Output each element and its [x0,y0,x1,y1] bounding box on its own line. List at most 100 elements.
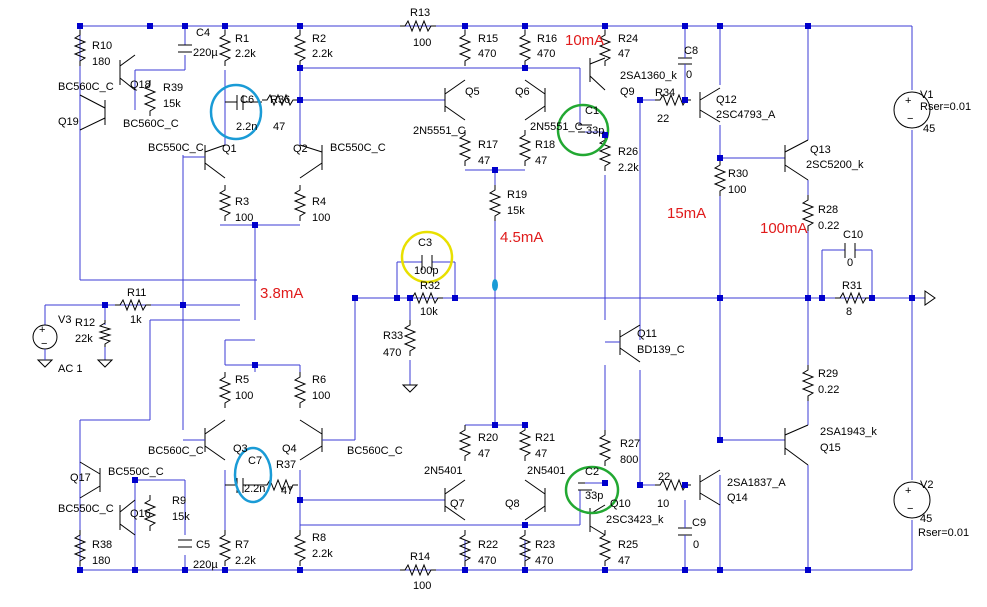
label-R6: R6 [312,374,326,386]
label-R13: R13 [410,7,430,19]
label-C7-value: 2.2n [244,483,265,495]
resistor-R17 [458,130,472,166]
highlight-C1 [556,103,610,157]
label-V2: V2 [920,479,933,491]
label-R18-value: 47 [535,155,547,167]
label-R32-value: 10k [420,306,438,318]
transistor-Q10 [589,504,606,536]
label-R37-value: 47 [281,485,293,497]
annotation-3-8mA: 3.8mA [260,285,303,302]
label-R27-value: 800 [620,454,638,466]
label-R7-value: 2.2k [235,555,256,567]
transistor-Q2 [299,144,323,179]
label-Q3-part: BC560C_C [148,445,204,457]
label-R18: R18 [535,139,555,151]
component-labels: R10 180 Q18 R39 15k BC560C_C BC560C_C Q1… [58,7,971,592]
transistor-Q3 [183,419,226,461]
label-C4-value: 220µ [193,47,218,59]
label-C3-value: 100p [414,265,438,277]
resistor-R22 [458,530,472,566]
label-Q12: Q12 [716,94,737,106]
label-R38-value: 180 [92,555,110,567]
label-Q5: Q5 [465,86,480,98]
label-Q2: Q2 [293,143,308,155]
transistor-Q5 [444,79,466,121]
label-Q14-part: 2SA1837_A [727,477,786,489]
label-R37: R37 [276,459,296,471]
label-Q19: Q19 [58,116,79,128]
resistor-R29 [801,365,815,401]
label-R2-value: 2.2k [312,48,333,60]
label-R36-value: 47 [273,121,285,133]
label-R8: R8 [312,532,326,544]
resistor-R28 [801,195,815,231]
label-C2-value: 33p [585,490,603,502]
label-R8-value: 2.2k [312,548,333,560]
label-Q15-part: 2SA1943_k [820,426,877,438]
capacitor-C6 [225,95,262,110]
label-R12: R12 [75,317,95,329]
resistor-R16 [518,30,532,66]
resistor-R25 [598,530,612,566]
resistor-R7 [218,530,232,566]
label-R23: R23 [535,539,555,551]
label-R32: R32 [420,280,440,292]
label-C9: C9 [692,517,706,529]
label-Q4: Q4 [282,443,297,455]
label-V1-value: 45 [923,123,935,135]
resistor-R38 [73,530,87,566]
label-R9-value: 15k [172,511,190,523]
resistor-R21 [518,425,532,461]
resistor-R32 [407,291,443,305]
transistor-Q17 [79,461,101,499]
label-R14-value: 100 [413,580,431,592]
label-R3-value: 100 [235,212,253,224]
label-R11: R11 [127,287,146,299]
label-Q1-part: BC550C_C [148,142,204,154]
label-C10: C10 [843,229,863,241]
label-R22-small-top: 22 [658,471,670,483]
label-Q14: Q14 [727,492,748,504]
capacitor-C5 [178,539,192,548]
label-Q6: Q6 [515,86,530,98]
transistor-Q14 [699,469,721,506]
label-R2: R2 [312,33,326,45]
label-R33: R33 [383,330,403,342]
capacitor-C1 [578,124,605,133]
annotation-15mA: 15mA [667,205,706,222]
capacitor-C4 [178,44,192,53]
label-Q18-part: BC560C_C [123,118,179,130]
label-C9-value: 0 [693,539,699,551]
label-R33-value: 470 [383,347,401,359]
wiring [44,25,925,571]
capacitor-C8 [678,40,692,80]
label-R11-value: 1k [130,314,142,326]
capacitor-C2 [578,482,605,491]
sources: +− +− +− [32,91,936,519]
resistor-R9 [143,495,157,531]
label-R19-value: 15k [507,205,525,217]
label-R34-value: 22 [657,113,669,125]
probe-marker [492,279,498,291]
resistor-R4 [293,185,307,221]
label-R10-value: 180 [92,56,110,68]
label-C8-value: 0 [686,69,692,81]
label-R16-value: 470 [537,48,555,60]
label-Q19-part: BC560C_C [58,81,114,93]
label-R13-value: 100 [413,37,431,49]
label-Q12-part: 2SC4793_A [716,109,776,121]
svg-text:−: − [907,503,913,515]
label-R30: R30 [728,168,748,180]
label-Q17: Q17 [70,472,91,484]
source-V2 [893,481,931,519]
highlight-circles [209,83,620,515]
label-Q9-part: 2SA1360_k [620,70,677,82]
label-R17-value: 47 [478,155,490,167]
label-Q6-part: 2N5551_C [530,121,583,133]
annotation-10mA: 10mA [565,32,604,49]
label-Q8-part: 2N5401 [527,465,566,477]
transistor-Q15 [784,424,809,466]
resistor-R12 [98,320,112,347]
label-V3-ac: AC 1 [58,363,82,375]
label-C5-value: 220µ [193,559,218,571]
